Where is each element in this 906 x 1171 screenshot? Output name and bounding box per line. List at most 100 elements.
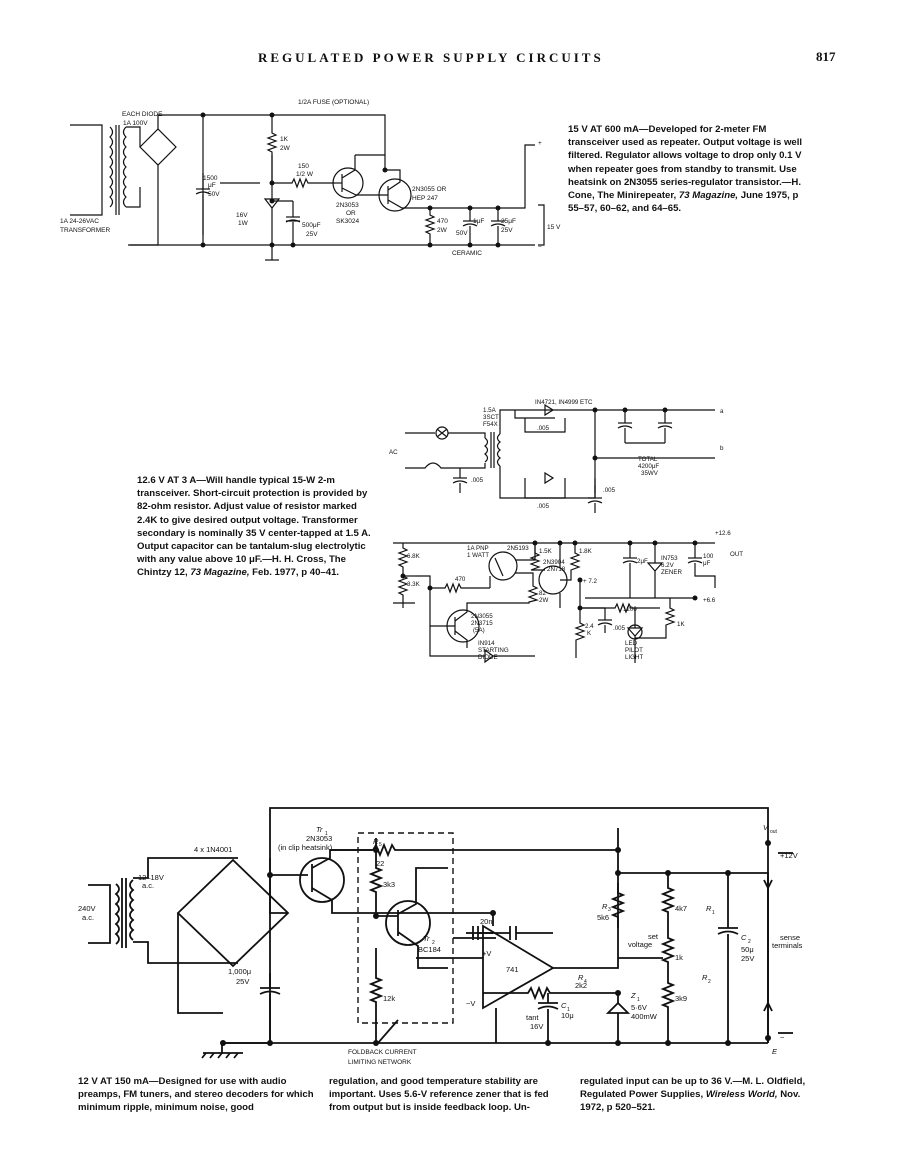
fig2-fuse-rating: 1.5A	[483, 407, 497, 414]
fig1-c3-voltage: 50V	[456, 230, 468, 237]
figure1-caption-body: Output voltage is well filtered. Regulat…	[568, 137, 803, 202]
fig2-pnp-power: 1 WATT	[467, 552, 489, 559]
schematic-15v-600ma: 1/2A FUSE (OPTIONAL) EACH DIODE 1A 100V …	[60, 99, 561, 261]
fig2-zener-part: IN753	[661, 555, 678, 562]
fig3-r4k7: 4k7	[675, 904, 687, 913]
fig1-ceramic-label: CERAMIC	[452, 250, 482, 257]
fig3-opamp: 741	[506, 965, 519, 974]
figure1-caption-heading: 15 V AT 600 mA—Developed for 2-meter FM …	[568, 124, 767, 149]
fig2-c100-value: 100	[703, 553, 714, 560]
fig3-c2-label: C	[741, 933, 747, 942]
fig2-diode-starting: STARTING	[478, 647, 509, 654]
fig1-c4-value: 25μF	[501, 218, 516, 225]
fig3-mains-voltage: 240V	[78, 904, 96, 913]
fig3-secondary-voltage: 12–18V	[138, 873, 164, 882]
fig3-r2-label: R	[702, 973, 708, 982]
fig3-secondary-ac: a.c.	[142, 881, 154, 890]
fig2-q2n3904: 2N3904	[543, 559, 565, 566]
figure1-caption: 15 V AT 600 mA—Developed for 2-meter FM …	[568, 123, 816, 215]
fig3-r3-label: R	[602, 902, 608, 911]
fig3-tr1-subscript: 1	[325, 831, 328, 837]
fig1-q1-alt: SK3024	[336, 218, 360, 225]
fig3-set-label: set	[648, 932, 659, 941]
fig3-e-label: E	[772, 1047, 778, 1056]
fig2-fuse-part: F54X	[483, 421, 498, 428]
fig3-r4-label: R	[578, 973, 584, 982]
fig3-vout-label: V	[763, 823, 769, 832]
figure3-caption-col2: regulation, and good temperature stabili…	[329, 1075, 569, 1115]
fig2-diode-label: DIODE	[478, 654, 498, 661]
fig2-c005-reg: .005	[613, 625, 626, 632]
fig3-c1-voltage: 16V	[530, 1022, 543, 1031]
fig2-zener-label: ZENER	[661, 569, 683, 576]
fig2-q2n718: 2N718	[547, 566, 566, 573]
figure3-caption-col2-text: regulation, and good temperature stabili…	[329, 1076, 549, 1114]
figure2-caption-magazine: 73 Magazine,	[190, 567, 250, 579]
fig1-fuse-label: 1/2A FUSE (OPTIONAL)	[298, 99, 369, 106]
fig1-out-plus: +	[538, 140, 542, 147]
fig1-transformer-label: TRANSFORMER	[60, 227, 111, 234]
fig3-mains-ac: a.c.	[82, 913, 94, 922]
fig2-r1k: 1K	[677, 621, 685, 628]
fig3-z1-label: Z	[630, 991, 636, 1000]
fig3-z1-voltage: 5·6V	[631, 1003, 647, 1012]
fig3-diodes-label: 4 x 1N4001	[194, 845, 232, 854]
fig2-r470: 470	[455, 576, 466, 583]
fig3-tr1-part: 2N3053	[306, 834, 332, 843]
fig2-fuse-type: 3SCT	[483, 414, 499, 421]
fig3-tr1-label: Tr	[316, 825, 323, 834]
fig3-c20n: 20n	[480, 917, 493, 926]
fig3-r3-subscript: 3	[608, 907, 611, 913]
fig3-z1-subscript: 1	[637, 997, 640, 1003]
fig3-c1-subscript: 1	[567, 1007, 570, 1013]
fig3-r5-value: 22	[376, 859, 384, 868]
fig2-c005-left: .005	[471, 477, 484, 484]
figure3-caption-col3: regulated input can be up to 36 V.—M. L.…	[580, 1075, 816, 1115]
page-title: REGULATED POWER SUPPLY CIRCUITS	[258, 50, 604, 65]
fig1-q1-part: 2N3053	[336, 202, 359, 209]
fig3-voltage-label: voltage	[628, 940, 652, 949]
fig2-r24-unit: K	[587, 630, 592, 637]
fig3-tr2-subscript: 2	[432, 940, 435, 946]
fig1-diode-rating: 1A 100V	[123, 120, 148, 127]
schematic-12v6-3a: IN4721, IN4999 ETC 1.5A 3SCT F54X AC .00…	[389, 399, 743, 664]
fig3-foldback-label: FOLDBACK CURRENT	[348, 1049, 417, 1056]
fig3-tr2-part: BC184	[418, 945, 441, 954]
schematic-12v-150ma: Tr 1 2N3053 (in clip heatsink) 4 x 1N400…	[78, 807, 803, 1059]
fig3-tr2-label: Tr	[423, 934, 430, 943]
fig3-r4-subscript: 4	[584, 979, 587, 985]
fig1-c2-value: 500μF	[302, 222, 321, 229]
fig2-total-capacitance: 4200μF	[638, 463, 659, 470]
fig2-c005-bottom: .005	[537, 503, 550, 510]
figure3-caption-magazine: Wireless World,	[705, 1089, 778, 1101]
fig3-vminus: −V	[466, 999, 475, 1008]
fig2-led-label: LED	[625, 640, 638, 647]
fig3-z1-power: 400mW	[631, 1012, 658, 1021]
fig2-node-a: a	[720, 408, 724, 415]
fig1-r2-power: 1/2 W	[296, 171, 314, 178]
fig1-c2-voltage: 25V	[306, 231, 318, 238]
fig1-transformer-rating: 1A 24-26VAC	[60, 218, 99, 225]
fig1-c1-value: 1500	[203, 175, 218, 182]
fig1-r2-value: 150	[298, 163, 309, 170]
fig3-limiting-label: LIMITING NETWORK	[348, 1059, 412, 1066]
fig2-out-label: OUT	[730, 551, 743, 558]
fig3-r4-value: 2k2	[575, 981, 587, 990]
fig1-c4-voltage: 25V	[501, 227, 513, 234]
fig2-r33: 3.3K	[407, 581, 421, 588]
fig2-pnp-type: 1A PNP	[467, 545, 489, 552]
figure2-caption-heading: 12.6 V AT 3 A—Will handle typical 15-W 2…	[137, 475, 335, 500]
figure1-caption-magazine: 73 Magazine,	[678, 190, 739, 202]
fig2-r82-value: 82	[539, 590, 546, 597]
fig2-r1200: 1200	[623, 606, 637, 613]
fig3-pot-value: 1k	[675, 953, 683, 962]
fig2-r15: 1.5K	[539, 548, 553, 555]
fig1-output-voltage: 15 V	[547, 224, 561, 231]
fig3-v12: +12V	[780, 851, 798, 860]
page-number: 817	[816, 49, 836, 64]
fig1-r1-value: 1K	[280, 136, 289, 143]
fig2-r68: 6.8K	[407, 553, 421, 560]
fig3-minus: −	[780, 1033, 785, 1042]
fig2-c005-top: .005	[537, 425, 550, 432]
fig2-led-light: LIGHT	[625, 654, 643, 661]
